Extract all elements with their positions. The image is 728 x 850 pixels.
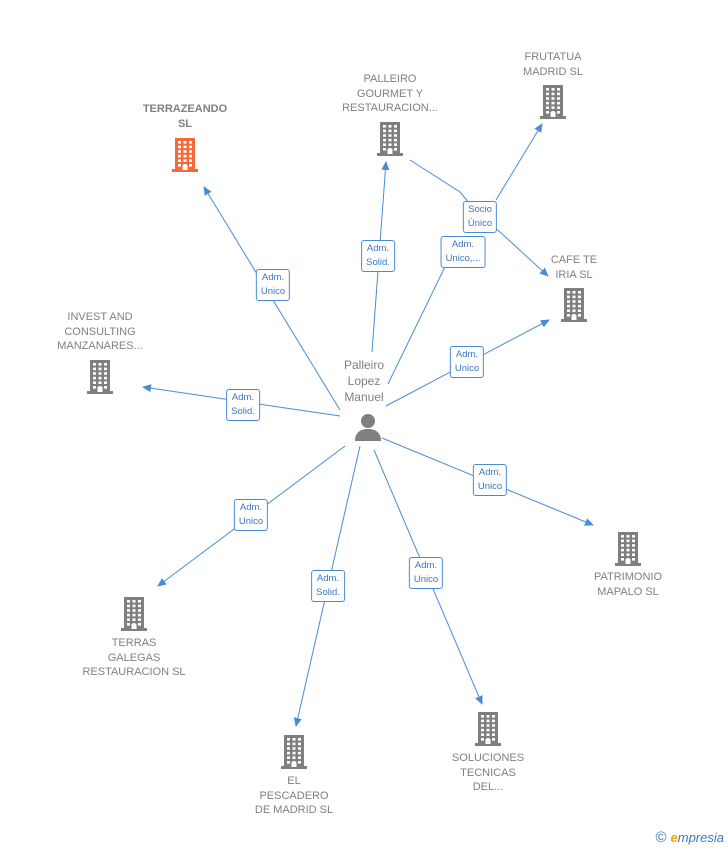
edge-label[interactable]: Adm. Unico [472,464,508,496]
edge-label[interactable]: Adm. Unico [233,499,269,531]
building-icon[interactable] [474,712,502,751]
person-icon[interactable] [353,412,383,447]
person-label[interactable]: Palleiro Lopez Manuel [343,358,385,404]
company-label-terrazeando[interactable]: TERRAZEANDO SL [142,103,228,130]
building-icon[interactable] [560,288,588,327]
company-label-palleiro-gourmet[interactable]: PALLEIRO GOURMET Y RESTAURACION... [342,73,438,114]
brand-logo-letter: e [670,830,678,845]
edge-label[interactable]: Socio Único [462,201,498,233]
company-label-patrimonio[interactable]: PATRIMONIO MAPALO SL [593,571,663,598]
edge-label[interactable]: Adm. Unico,... [440,236,486,268]
building-icon[interactable] [86,360,114,399]
edge-label[interactable]: Adm. Solid. [311,570,345,602]
building-icon[interactable] [171,138,199,177]
company-label-soluciones[interactable]: SOLUCIONES TECNICAS DEL... [451,752,525,793]
brand-logo-text: mpresia [677,830,724,845]
edge-label[interactable]: Adm. Unico [408,557,444,589]
edge-label[interactable]: Adm. Solid. [361,240,395,272]
edge-label[interactable]: Adm. Unico [449,346,485,378]
company-label-invest[interactable]: INVEST AND CONSULTING MANZANARES... [57,311,143,352]
copyright-icon: © [655,829,667,846]
brand-watermark: ©empresia [655,829,724,846]
company-label-terras-galegas[interactable]: TERRAS GALEGAS RESTAURACION SL [82,637,186,678]
building-icon[interactable] [614,532,642,571]
building-icon[interactable] [539,85,567,124]
building-icon[interactable] [120,597,148,636]
edge-label[interactable]: Adm. Solid. [226,389,260,421]
company-label-cafe-te-iria[interactable]: CAFE TE IRIA SL [550,254,598,281]
company-label-el-pescadero[interactable]: EL PESCADERO DE MADRID SL [254,775,334,816]
edge-label[interactable]: Adm. Unico [255,269,291,301]
building-icon[interactable] [280,735,308,774]
edge-line [495,123,543,201]
company-label-frutatua[interactable]: FRUTATUA MADRID SL [523,51,583,78]
building-icon[interactable] [376,122,404,161]
